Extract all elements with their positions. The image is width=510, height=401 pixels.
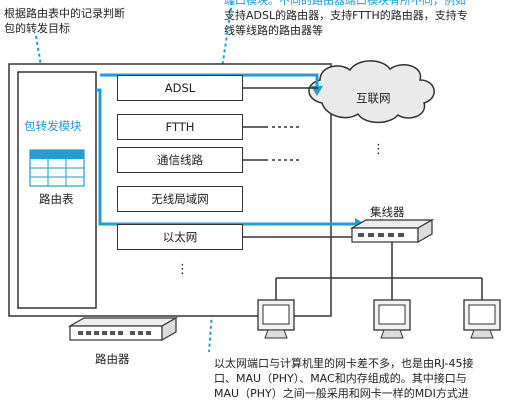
note-ethernet-line1: 以太网端口与计算机里的网卡差不多，也是由RJ-45接 (214, 357, 474, 370)
hub-icon (349, 218, 435, 244)
note-port-module-line3: 线等线路的路由器等 (224, 24, 323, 37)
leader-port-module (221, 1, 233, 69)
note-ethernet-line2: 口、MAU（PHY）、MAC和内存组成的。其中接口与 (214, 372, 467, 385)
note-port-module: 端口模块。不同的路由器端口模块有所不同，例如 支持ADSL的路由器，支持FTTH… (224, 0, 468, 38)
port-adsl: ADSL (117, 75, 243, 101)
port-ftth: FTTH (117, 114, 243, 140)
note-ethernet: 以太网端口与计算机里的网卡差不多，也是由RJ-45接 口、MAU（PHY）、MA… (214, 356, 473, 401)
internet-label: 互联网 (356, 91, 391, 105)
path-to-hub (96, 88, 355, 226)
port-wireless-lan: 无线局域网 (117, 186, 243, 212)
note-port-module-line1: 端口模块。不同的路由器端口模块有所不同，例如 (224, 0, 466, 7)
note-ethernet-line3: MAU（PHY）之间一般采用和网卡一样的MDI方式进 (214, 387, 469, 400)
note-forwarding-line2: 包的转发目标 (4, 22, 70, 35)
router-device-icon (67, 316, 179, 342)
port-ethernet: 以太网 (117, 224, 243, 250)
ports-ellipsis: ⋮ (176, 262, 189, 277)
note-port-module-line2: 支持ADSL的路由器，支持FTTH的路由器，支持专 (224, 9, 468, 22)
routing-table-label: 路由表 (39, 192, 74, 206)
note-forwarding: 根据路由表中的记录判断 包的转发目标 (4, 6, 125, 36)
hub-label: 集线器 (370, 205, 405, 219)
forwarding-module-box (17, 71, 97, 309)
router-label: 路由器 (95, 352, 130, 366)
internet-cloud-icon (308, 60, 435, 124)
computer-icon-3 (463, 299, 501, 339)
port-leased-line: 通信线路 (117, 147, 243, 173)
hub-links (275, 242, 483, 300)
leader-ethernet (208, 247, 218, 353)
computer-icon-1 (257, 299, 295, 339)
note-forwarding-line1: 根据路由表中的记录判断 (4, 7, 125, 20)
forwarding-module-label: 包转发模块 (24, 119, 82, 133)
cloud-ellipsis: ⋮ (372, 142, 385, 157)
computer-icon-2 (373, 299, 411, 339)
routing-table-icon (29, 149, 85, 187)
